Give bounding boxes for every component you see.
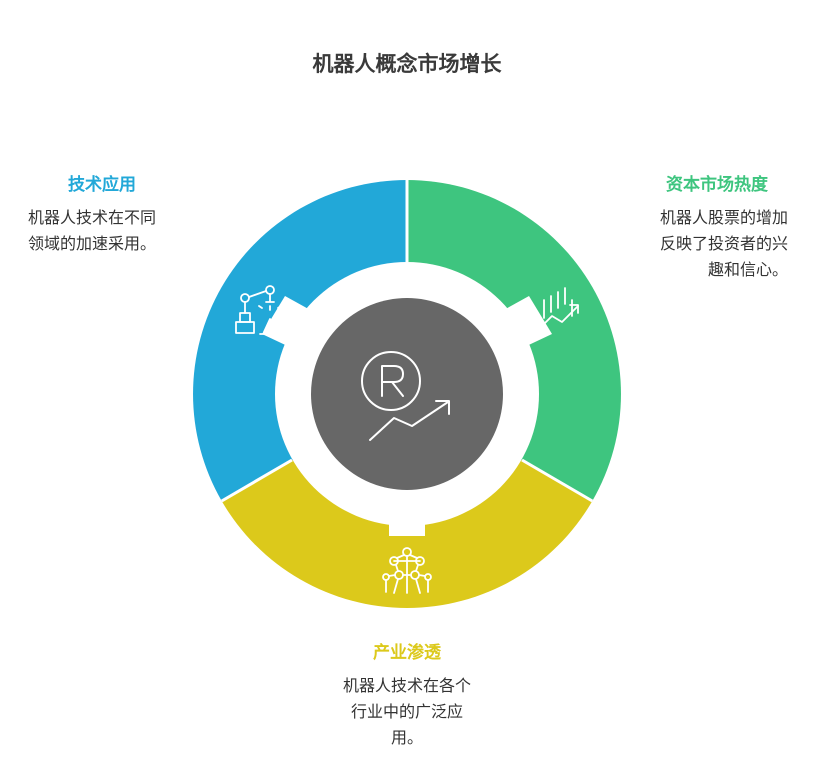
description-line: 反映了投资者的兴 [659,234,788,253]
tech-application-heading: 技术应用 [68,175,136,195]
industry-penetration-segment [221,394,593,608]
capital-market-heading: 资本市场热度 [666,175,768,195]
description-line: 领域的加速采用。 [28,234,157,253]
center-circle [311,298,503,490]
segment-divider [521,458,594,503]
industry-penetration-description: 机器人技术在各个 行业中的广泛应 用。 [0,673,814,751]
description-line: 用。 [390,728,423,747]
network-structure-icon [382,547,432,594]
segment-divider [220,458,293,503]
tech-application-description: 机器人技术在不同 领域的加速采用。 [28,205,156,257]
description-line: 行业中的广泛应 [350,702,463,721]
description-line: 机器人技术在各个 [342,676,471,695]
industry-penetration-heading: 产业渗透 [373,643,441,663]
description-line: 趣和信心。 [707,260,788,279]
capital-market-description: 机器人股票的增加 反映了投资者的兴 趣和信心。 [660,205,788,283]
page-title: 机器人概念市场增长 [312,52,502,76]
stock-chart-icon [537,287,579,331]
robot-arm-icon [235,285,282,335]
robot-growth-icon [361,351,450,441]
description-line: 机器人股票的增加 [659,208,788,227]
description-line: 机器人技术在不同 [28,208,157,227]
